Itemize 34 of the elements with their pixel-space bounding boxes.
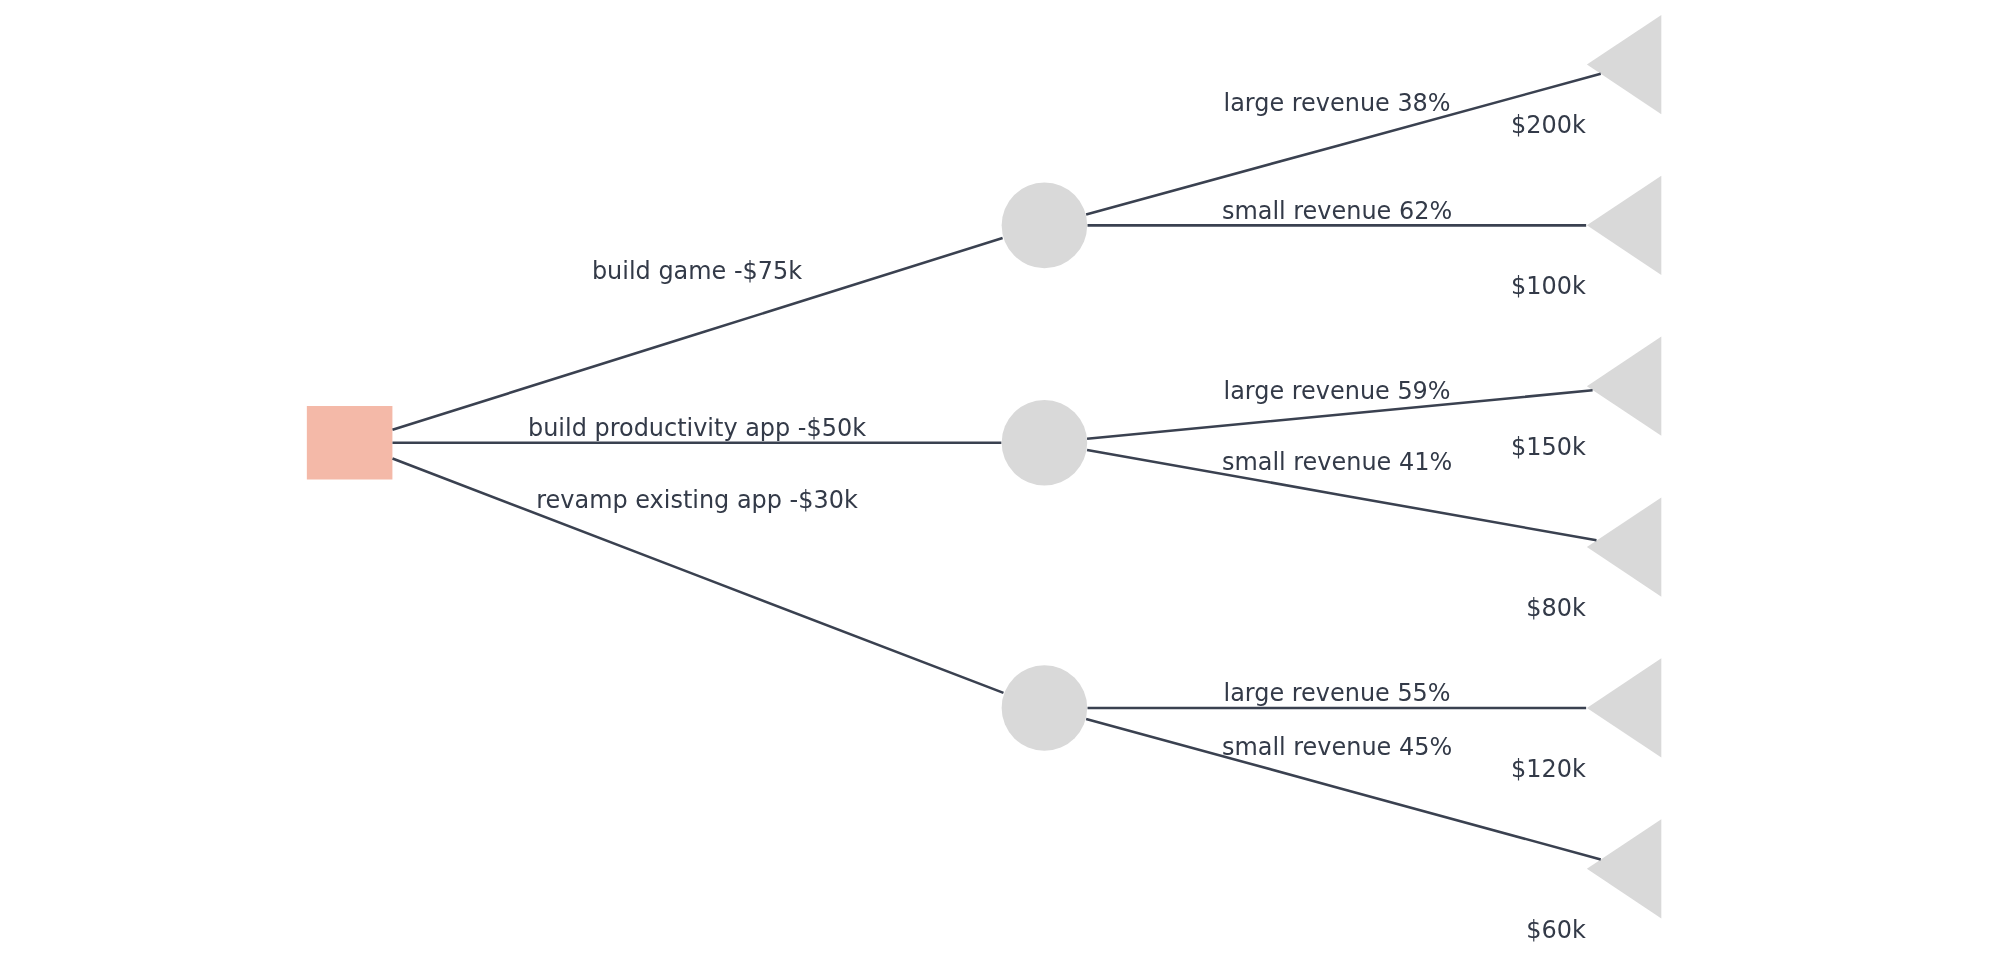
connector: [1087, 706, 1587, 710]
node-triangle: [1586, 819, 1662, 919]
edge-label: large revenue 59%: [1223, 376, 1451, 405]
edge-label: small revenue 45%: [1221, 732, 1453, 761]
connector: [1086, 448, 1597, 542]
edge-label: small revenue 41%: [1221, 448, 1453, 477]
node-circle: [1001, 399, 1088, 486]
edge-label: large revenue 38%: [1223, 89, 1451, 118]
node-label: $80k: [1526, 593, 1586, 622]
node-label: $200k: [1511, 111, 1586, 140]
node-triangle: [1586, 658, 1662, 758]
node-circle: [1001, 182, 1088, 269]
connector: [392, 441, 1002, 444]
node-triangle: [1586, 336, 1662, 436]
node-label: $100k: [1511, 272, 1586, 301]
connector: [392, 457, 1004, 695]
connector: [1085, 72, 1602, 216]
edge-label: build productivity app -$50k: [528, 414, 867, 443]
node-label: $60k: [1526, 915, 1586, 944]
connector: [392, 236, 1003, 431]
edge-label: small revenue 62%: [1221, 196, 1453, 225]
node-triangle: [1586, 497, 1662, 597]
connector: [1086, 389, 1593, 441]
edge-label: revamp existing app -$30k: [536, 486, 858, 515]
node-triangle: [1586, 14, 1662, 115]
node-triangle: [1586, 175, 1662, 275]
connector: [1087, 224, 1587, 227]
edge-label: large revenue 55%: [1223, 679, 1451, 708]
node-label: $120k: [1511, 754, 1586, 783]
node-box: [306, 405, 393, 480]
node-label: $150k: [1511, 433, 1586, 462]
node-circle: [1001, 665, 1088, 751]
connector: [1085, 717, 1602, 861]
edge-label: build game -$75k: [591, 256, 803, 285]
